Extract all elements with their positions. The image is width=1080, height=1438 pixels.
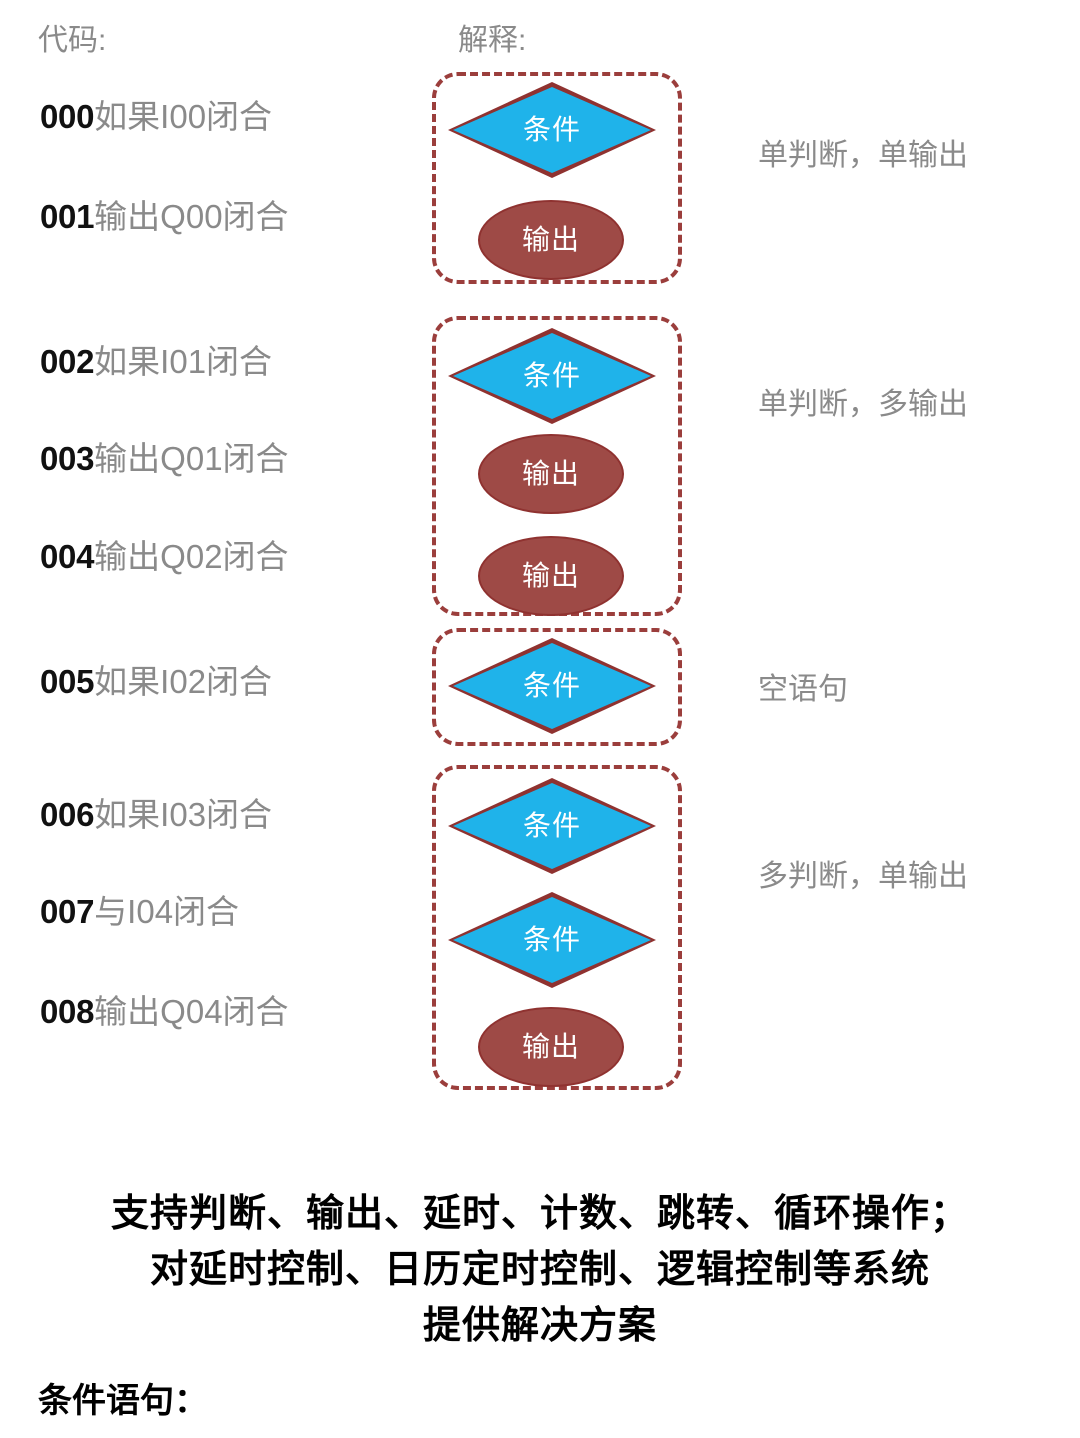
- code-line: 002如果I01闭合: [40, 345, 272, 378]
- code-line-text: 输出Q04闭合: [94, 993, 289, 1030]
- code-column-header: 代码:: [38, 24, 107, 57]
- code-line: 005如果I02闭合: [40, 665, 272, 698]
- code-line-text: 如果I00闭合: [94, 98, 273, 135]
- code-line-number: 001: [40, 198, 95, 235]
- output-ellipse: 输出: [478, 536, 624, 616]
- code-line-text: 如果I03闭合: [94, 796, 273, 833]
- explanation-label: 单判断，单输出: [758, 139, 968, 172]
- output-ellipse: 输出: [478, 434, 624, 514]
- code-line: 000如果I00闭合: [40, 100, 272, 133]
- condition-diamond: 条件: [448, 638, 656, 734]
- code-line: 007与I04闭合: [40, 895, 239, 928]
- code-line: 001输出Q00闭合: [40, 200, 289, 233]
- code-line-number: 000: [40, 98, 95, 135]
- condition-diamond-label: 条件: [522, 924, 581, 955]
- footer-section-label: 条件语句：: [38, 1382, 208, 1420]
- summary-text: 支持判断、输出、延时、计数、跳转、循环操作； 对延时控制、日历定时控制、逻辑控制等…: [0, 1186, 1080, 1354]
- code-line-text: 输出Q02闭合: [94, 538, 289, 575]
- explanation-label: 空语句: [758, 673, 848, 706]
- code-line-number: 004: [40, 538, 95, 575]
- output-ellipse-label: 输出: [521, 458, 580, 489]
- explanation-label: 单判断，多输出: [758, 388, 968, 421]
- code-line: 008输出Q04闭合: [40, 995, 289, 1028]
- output-ellipse: 输出: [478, 200, 624, 280]
- summary-line: 提供解决方案: [422, 1305, 657, 1347]
- diagram-group-multi-condition-single-output: [432, 765, 682, 1090]
- code-line-number: 005: [40, 663, 95, 700]
- output-ellipse-label: 输出: [521, 1031, 580, 1062]
- code-line-number: 003: [40, 440, 95, 477]
- condition-diamond: 条件: [448, 892, 656, 988]
- code-line-number: 006: [40, 796, 95, 833]
- code-line-number: 007: [40, 893, 95, 930]
- explanation-label: 多判断，单输出: [758, 860, 968, 893]
- code-line-number: 002: [40, 343, 95, 380]
- code-line-text: 如果I01闭合: [94, 343, 273, 380]
- condition-diamond-label: 条件: [522, 114, 581, 145]
- code-line-text: 如果I02闭合: [94, 663, 273, 700]
- code-line-text: 输出Q00闭合: [94, 198, 289, 235]
- condition-diamond-label: 条件: [522, 360, 581, 391]
- condition-diamond: 条件: [448, 82, 656, 178]
- code-line: 003输出Q01闭合: [40, 442, 289, 475]
- diagram-group-empty-statement: [432, 628, 682, 746]
- code-line: 006如果I03闭合: [40, 798, 272, 831]
- code-line-text: 输出Q01闭合: [94, 440, 289, 477]
- summary-line: 支持判断、输出、延时、计数、跳转、循环操作；: [110, 1193, 969, 1235]
- condition-diamond: 条件: [448, 778, 656, 874]
- output-ellipse-label: 输出: [521, 224, 580, 255]
- condition-diamond-label: 条件: [522, 670, 581, 701]
- code-line: 004输出Q02闭合: [40, 540, 289, 573]
- explanation-column-header: 解释:: [458, 24, 527, 57]
- condition-diamond: 条件: [448, 328, 656, 424]
- condition-diamond-label: 条件: [522, 810, 581, 841]
- summary-line: 对延时控制、日历定时控制、逻辑控制等系统: [149, 1249, 930, 1291]
- output-ellipse-label: 输出: [521, 560, 580, 591]
- code-line-text: 与I04闭合: [94, 893, 240, 930]
- output-ellipse: 输出: [478, 1007, 624, 1087]
- code-line-number: 008: [40, 993, 95, 1030]
- diagram-group-single-condition-single-output: [432, 72, 682, 284]
